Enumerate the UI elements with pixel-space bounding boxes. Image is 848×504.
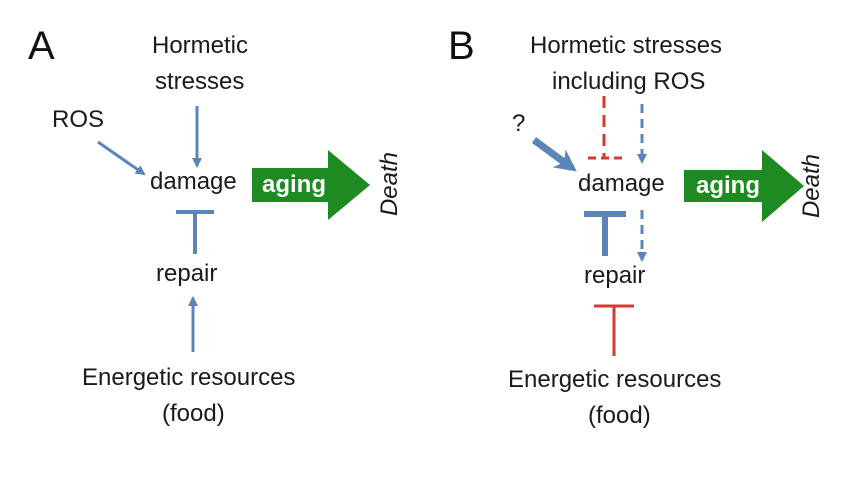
- panel-a-death-label: Death: [376, 151, 403, 217]
- panel-b-graphics: [531, 96, 804, 356]
- panel-b-repair-inhibits-damage: [584, 211, 626, 256]
- panel-b-hormetic-label-line1: Hormetic stresses: [530, 32, 723, 59]
- panel-b-hormetic-inhibits-damage: [588, 96, 626, 160]
- panel-b-question-label: ?: [512, 110, 526, 137]
- panel-b-aging-label: aging: [696, 172, 760, 199]
- panel-b-repair-label: repair: [584, 262, 646, 289]
- panel-a-damage-label: damage: [150, 168, 237, 195]
- panel-b-energetic-label-line2: (food): [588, 402, 651, 429]
- panel-b-energy-inhibits-repair: [594, 304, 634, 356]
- panel-b-letter: B: [448, 24, 475, 68]
- panel-a-ros-to-damage-arrow: [97, 140, 146, 176]
- panel-b-aging-arrow: [684, 150, 804, 222]
- panel-a-aging-label: aging: [262, 171, 326, 198]
- panel-a-ros-label: ROS: [52, 106, 105, 133]
- panel-a-hormetic-label-line2: stresses: [155, 68, 245, 95]
- panel-b-death-label: Death: [798, 153, 825, 219]
- panel-a-hormetic-label-line1: Hormetic: [152, 32, 249, 59]
- panel-b-hormetic-label-line2: including ROS: [552, 68, 706, 95]
- panel-b-energetic-label-line1: Energetic resources: [508, 366, 722, 393]
- panel-a-graphics: [97, 106, 370, 352]
- panel-a-energetic-label-line2: (food): [162, 400, 225, 427]
- panel-a-aging-arrow: [252, 150, 370, 220]
- panel-b-unknown-to-damage-arrow: [531, 137, 577, 172]
- panel-a-repair-inhibits-damage: [176, 210, 214, 254]
- panel-a-letter: A: [28, 24, 55, 68]
- panel-a-energetic-label-line1: Energetic resources: [82, 364, 296, 391]
- panel-b-damage-label: damage: [578, 170, 665, 197]
- panel-a-repair-label: repair: [156, 260, 218, 287]
